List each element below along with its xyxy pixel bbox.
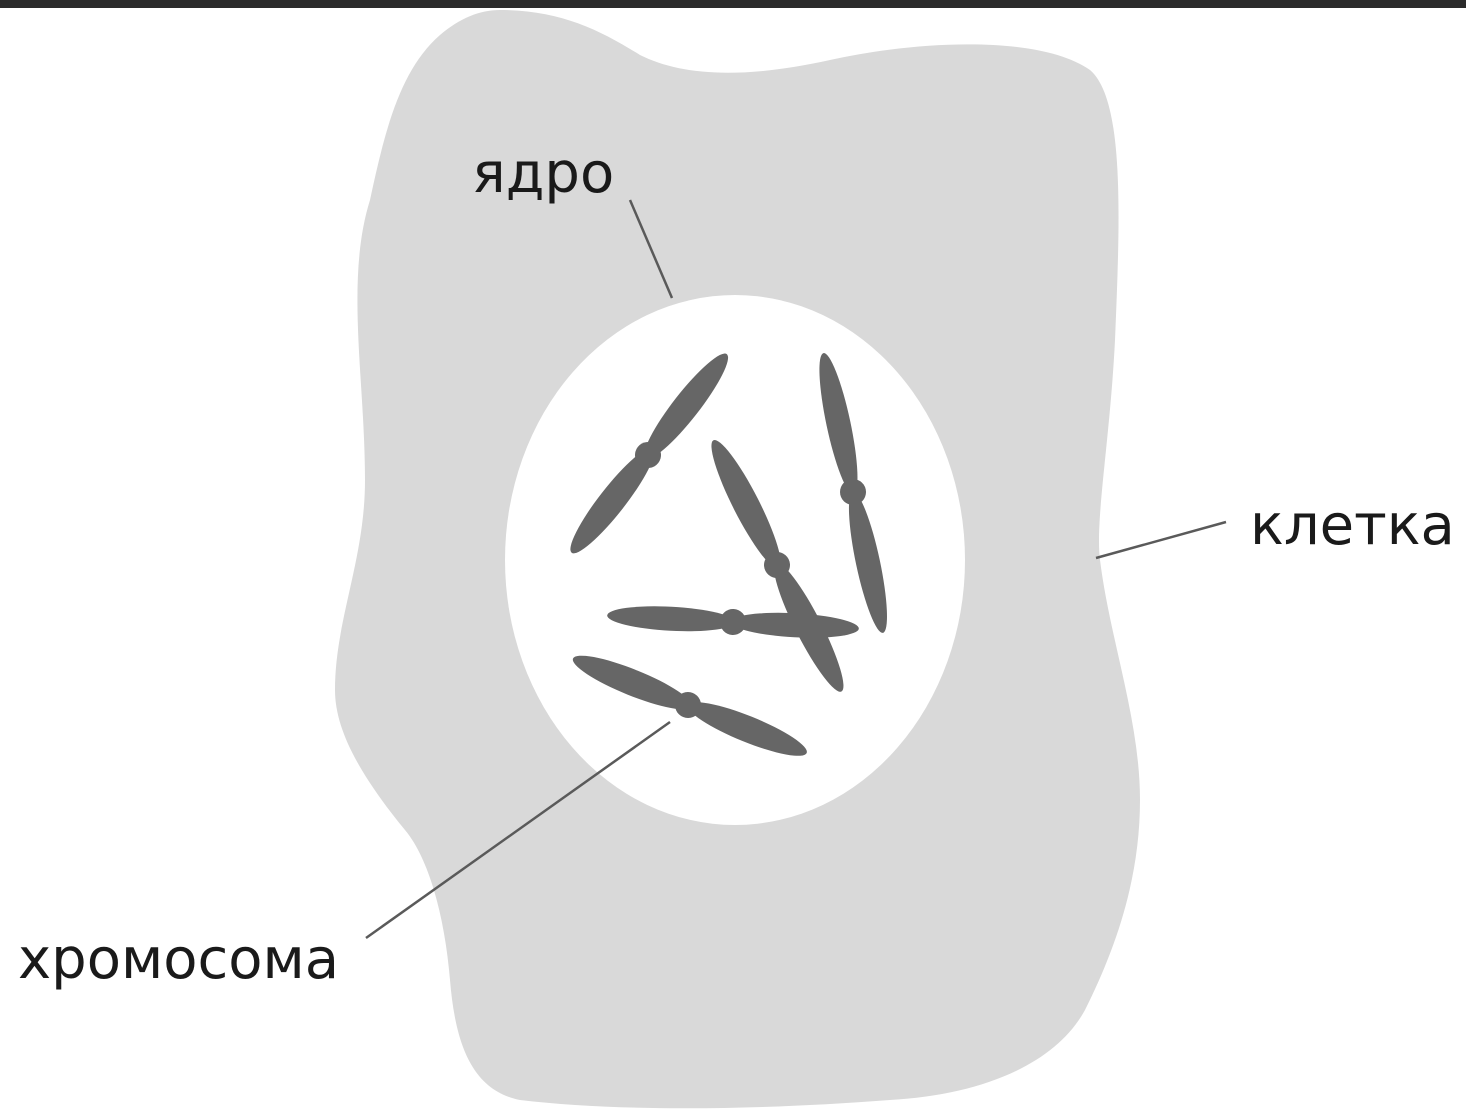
chromosome-4-arm-b [730, 612, 859, 638]
chromosome-leader-line [365, 720, 671, 940]
chromosome-4-arm-a [607, 606, 736, 632]
chromosome-label: хромосома [18, 927, 339, 992]
nucleus-leader-line [628, 199, 674, 299]
top-bar [0, 0, 1466, 8]
nucleus [505, 295, 965, 825]
chromosome-4-centromere [720, 609, 746, 635]
cell-leader-line [1095, 520, 1227, 560]
chromosome-3-arm-a [711, 439, 781, 569]
chromosome-1-centromere [635, 442, 661, 468]
chromosome-2 [819, 353, 887, 633]
chromosome-1 [570, 353, 729, 554]
chromosome-1-arm-a [570, 448, 655, 554]
chromosome-2-arm-b [848, 491, 887, 633]
chromosomes [570, 353, 887, 756]
chromosome-4 [607, 606, 859, 638]
chromosome-5-arm-a [572, 655, 692, 710]
chromosome-2-centromere [840, 479, 866, 505]
nucleus-label: ядро [472, 141, 614, 206]
chromosome-2-arm-a [819, 353, 858, 495]
chromosome-1-arm-b [644, 353, 729, 459]
chromosome-5-arm-b [687, 702, 807, 756]
cell-label: клетка [1250, 493, 1455, 558]
chromosome-5 [572, 655, 807, 756]
chromosome-3-centromere [764, 552, 790, 578]
chromosome-5-centromere [675, 692, 701, 718]
